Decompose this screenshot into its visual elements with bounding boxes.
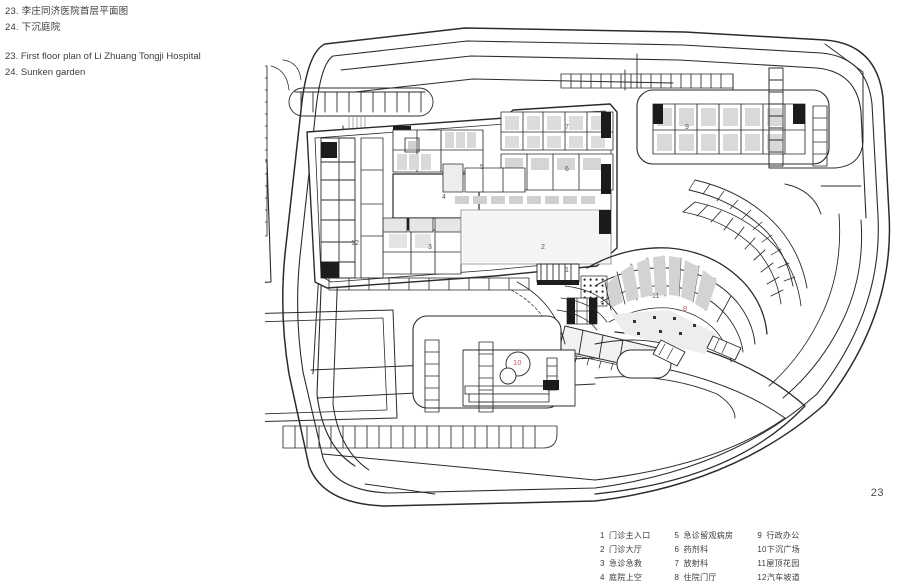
room-label-3: 3 — [428, 244, 433, 251]
legend-item: 3 急诊急救 — [600, 557, 651, 570]
legend-item-number: 12 — [757, 573, 767, 582]
legend-item-number: 6 — [674, 545, 680, 554]
caption-spacer — [5, 36, 265, 49]
legend-item-label: 急诊急救 — [609, 559, 643, 568]
legend-item-number: 3 — [600, 559, 605, 568]
legend-item-label: 下沉广场 — [766, 545, 801, 554]
legend-item: 11屋顶花园 — [757, 557, 800, 570]
legend-item-number: 9 — [757, 531, 763, 540]
legend-item-number: 1 — [600, 531, 605, 540]
room-label-8: 8 — [683, 304, 688, 313]
legend-item-number: 4 — [600, 573, 605, 582]
legend-item-number: 7 — [674, 559, 680, 568]
legend-item-number: 2 — [600, 545, 605, 554]
room-label-1: 1 — [565, 267, 570, 274]
legend-item-label: 汽车坡道 — [766, 573, 801, 582]
room-label-2: 2 — [541, 244, 546, 251]
legend-item-label: 放射科 — [683, 559, 709, 568]
room-label-4: 4 — [442, 194, 447, 201]
legend-item-number: 5 — [674, 531, 680, 540]
legend-item-label: 门诊主入口 — [609, 531, 651, 540]
legend-item-label: 屋顶花园 — [766, 559, 800, 568]
caption-block: 23. 李庄同济医院首层平面图 24. 下沉庭院 23. First floor… — [5, 4, 265, 81]
caption-en-1: 23. First floor plan of Li Zhuang Tongji… — [5, 51, 201, 62]
legend-item-number: 10 — [757, 545, 767, 554]
room-label-11: 11 — [652, 293, 660, 300]
floor-plan-drawing: 12 3 4 5 7 6 9 2 1 11 8 10 — [265, 14, 897, 514]
legend-item-label: 庭院上空 — [609, 573, 643, 582]
legend-item: 2 门诊大厅 — [600, 543, 651, 556]
room-label-10: 10 — [513, 358, 522, 367]
room-label-12: 12 — [351, 240, 360, 247]
legend-item: 10下沉广场 — [757, 543, 800, 556]
legend-item-label: 门诊大厅 — [609, 545, 643, 554]
caption-en-2: 24. Sunken garden — [5, 67, 86, 78]
page-number: 23 — [870, 487, 884, 499]
room-label-7: 7 — [565, 124, 570, 131]
legend-column-1: 1 门诊主入口 2 门诊大厅 3 急诊急救 4 庭院上空 — [600, 529, 651, 584]
caption-cn-1: 23. 李庄同济医院首层平面图 — [5, 6, 129, 17]
legend-item-number: 8 — [674, 573, 680, 582]
legend-item: 1 门诊主入口 — [600, 529, 651, 542]
legend-item-label: 急诊留观病房 — [683, 531, 734, 540]
floor-plan-svg — [265, 27, 891, 507]
legend-item-label: 住院门厅 — [683, 573, 717, 582]
caption-cn-2: 24. 下沉庭院 — [5, 22, 61, 33]
legend-item-label: 行政办公 — [766, 531, 800, 540]
legend-item-number: 11 — [757, 559, 767, 568]
legend-item: 12汽车坡道 — [757, 571, 800, 584]
room-label-9: 9 — [685, 124, 690, 131]
room-label-6: 6 — [565, 166, 570, 173]
legend-item: 4 庭院上空 — [600, 571, 651, 584]
room-label-5: 5 — [480, 164, 485, 171]
legend-item-label: 药剂科 — [683, 545, 709, 554]
